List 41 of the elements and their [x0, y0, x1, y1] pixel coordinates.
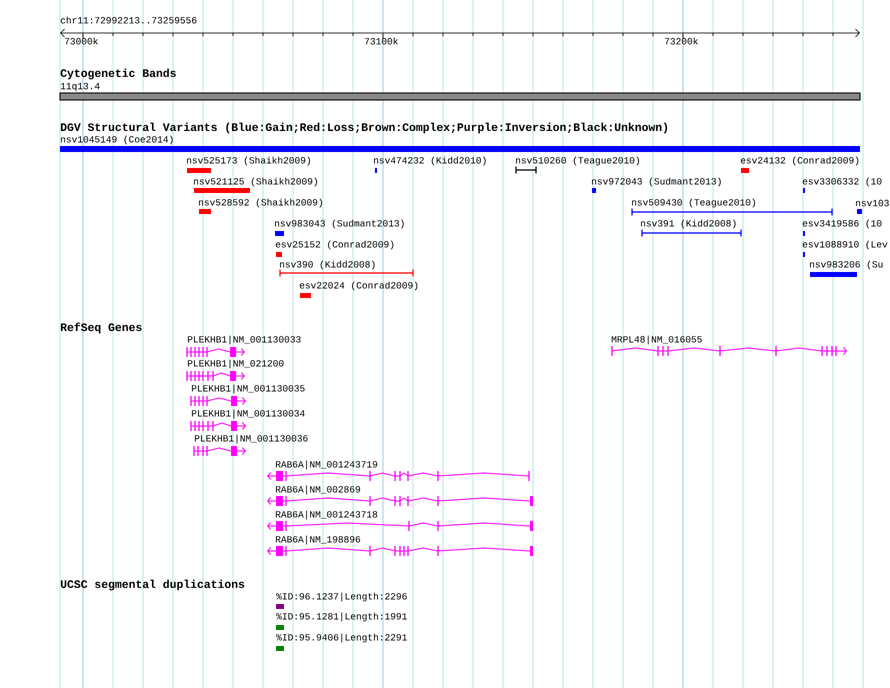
- variant-label: nsv983206 (Su: [810, 260, 882, 270]
- track-title: UCSC segmental duplications: [60, 580, 244, 590]
- variant-label: nsv474232 (Kidd2010): [374, 156, 486, 166]
- gene-label: PLEKHB1|NM_001130036: [194, 434, 308, 444]
- variant-label: nsv528592 (Shaikh2009): [199, 198, 322, 208]
- variant-label: nsv972043 (Sudmant2013): [592, 178, 721, 186]
- tick-label: 73100k: [364, 38, 398, 44]
- variant-label: esv3306332 (10: [802, 178, 882, 186]
- tick-label: 73200k: [664, 38, 698, 44]
- track-title: RefSeq Genes: [60, 322, 142, 334]
- variant-label: nsv1045149 (Coe2014): [61, 136, 173, 144]
- ruler-label: chr11:72992213..73259556: [60, 16, 196, 24]
- variant-label: esv1088910 (Lev: [802, 240, 888, 250]
- gene-label: PLEKHB1|NM_021200: [188, 360, 284, 368]
- duplication-label: %ID:95.9406|Length:2291: [276, 634, 407, 642]
- gene-label: RAB6A|NM_002869: [276, 486, 360, 494]
- variant-label: esv22024 (Conrad2009): [300, 282, 418, 290]
- duplication-label: %ID:95.1281|Length:1991: [276, 612, 407, 622]
- gene-label: RAB6A|NM_001243719: [276, 460, 378, 470]
- gene-label: MRPL48|NM_016055: [612, 336, 702, 344]
- duplication-label: %ID:96.1237|Length:2296: [276, 592, 407, 602]
- variant-label: esv24132 (Conrad2009): [740, 156, 858, 166]
- variant-label: nsv103: [856, 200, 889, 206]
- variant-label: nsv510260 (Teague2010): [516, 156, 640, 166]
- variant-label: nsv525173 (Shaikh2009): [187, 156, 310, 166]
- track-title: Cytogenetic Bands: [60, 68, 176, 80]
- variant-label: nsv521125 (Shaikh2009): [194, 178, 318, 186]
- variant-label: esv3419586 (10: [802, 220, 882, 228]
- tick-label: 73000k: [64, 38, 98, 44]
- gene-label: PLEKHB1|NM_001130033: [188, 336, 301, 344]
- gene-label: RAB6A|NM_001243718: [276, 510, 378, 520]
- variant-label: esv25152 (Conrad2009): [276, 240, 394, 250]
- variant-label: nsv983043 (Sudmant2013): [275, 220, 404, 228]
- track-title: DGV Structural Variants (Blue:Gain;Red:Loss;Brown:Complex;Purple:Inversion;Black:Unknown): [60, 122, 668, 134]
- gene-label: PLEKHB1|NM_001130034: [192, 410, 305, 418]
- band-label: 11q13.4: [60, 82, 100, 92]
- gene-label: PLEKHB1|NM_001130035: [192, 384, 305, 394]
- variant-label: nsv390 (Kidd2008): [280, 260, 375, 270]
- variant-label: nsv509430 (Teague2010): [632, 198, 756, 208]
- gene-label: RAB6A|NM_198896: [276, 536, 360, 544]
- variant-label: nsv391 (Kidd2008): [641, 220, 736, 228]
